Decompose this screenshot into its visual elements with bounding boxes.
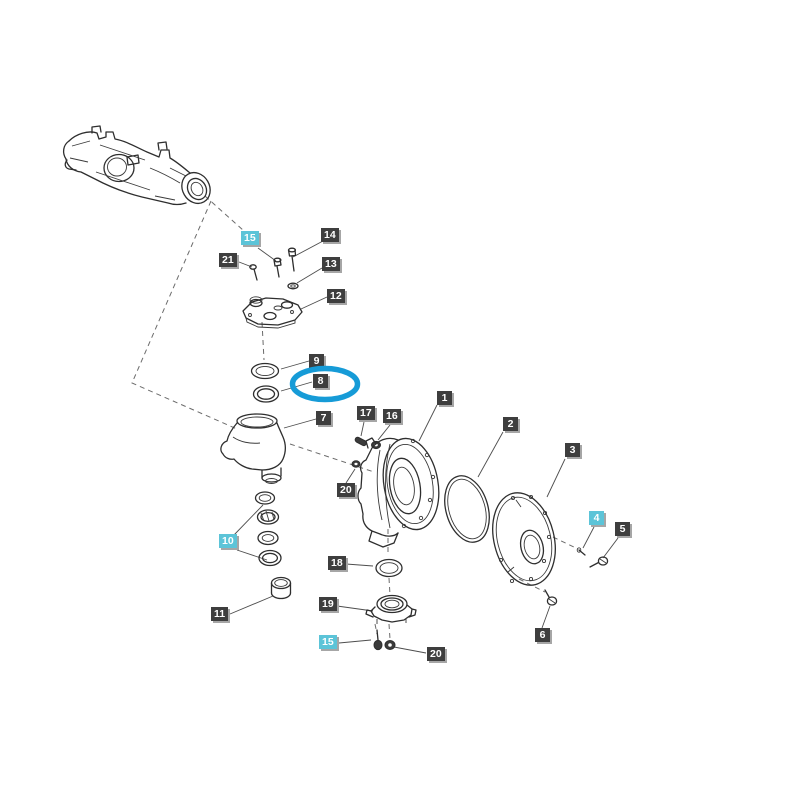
part-callout-10[interactable]: 10 <box>219 534 237 548</box>
part-callout-9[interactable]: 9 <box>309 354 324 368</box>
part-callout-18[interactable]: 18 <box>328 556 346 570</box>
part-callout-14[interactable]: 14 <box>321 228 339 242</box>
part-callout-3[interactable]: 3 <box>565 443 580 457</box>
part-callout-1[interactable]: 1 <box>437 391 452 405</box>
part-callout-6[interactable]: 6 <box>535 628 550 642</box>
part-callout-11[interactable]: 11 <box>211 607 229 621</box>
part-callout-20[interactable]: 20 <box>337 483 355 497</box>
part-callout-5[interactable]: 5 <box>615 522 630 536</box>
part-callout-15b[interactable]: 15 <box>319 635 337 649</box>
part-callout-16[interactable]: 16 <box>383 409 401 423</box>
part-callout-20b[interactable]: 20 <box>427 647 445 661</box>
part-callout-21[interactable]: 21 <box>219 253 237 267</box>
part-callout-7[interactable]: 7 <box>316 411 331 425</box>
part-callout-12[interactable]: 12 <box>327 289 345 303</box>
part-callout-4[interactable]: 4 <box>589 511 604 525</box>
part-callout-8[interactable]: 8 <box>313 374 328 388</box>
part-callout-17[interactable]: 17 <box>357 406 375 420</box>
part-callout-13[interactable]: 13 <box>322 257 340 271</box>
part-callout-15[interactable]: 15 <box>241 231 259 245</box>
part-callout-2[interactable]: 2 <box>503 417 518 431</box>
part-callout-19[interactable]: 19 <box>319 597 337 611</box>
